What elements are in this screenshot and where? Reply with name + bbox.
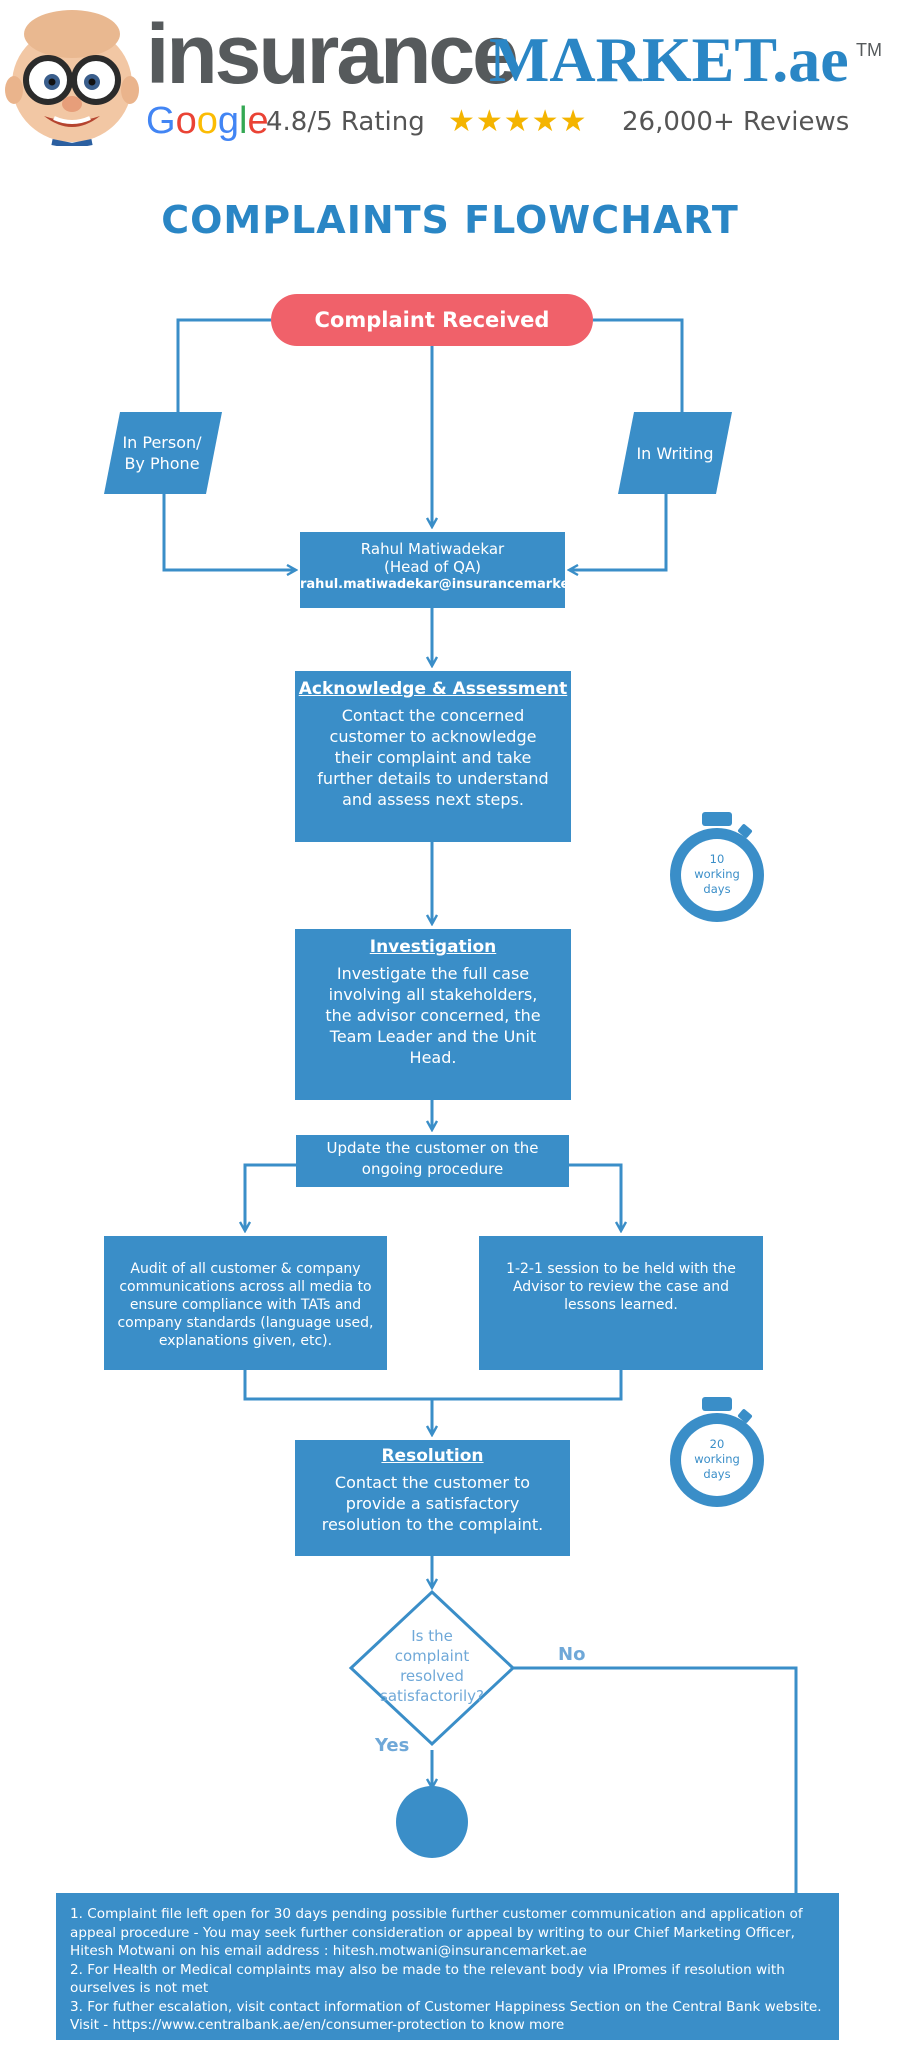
session-node: 1-2-1 session to be held with the Adviso… [479, 1236, 763, 1370]
timer-20-label: 20 working days [682, 1437, 752, 1482]
timer-20-number: 20 [709, 1437, 725, 1451]
timer-20-days: days [703, 1467, 731, 1481]
brand-header: insurance MARKET.ae TM Google 4.8/5 Rati… [0, 0, 900, 150]
connector-audit-join [243, 1370, 623, 1401]
google-letter: l [238, 100, 248, 142]
decision-yes-label: Yes [375, 1735, 410, 1756]
timer-10-label: 10 working days [682, 852, 752, 897]
google-letter: o [175, 100, 197, 142]
decision-diamond [348, 1589, 516, 1747]
channel-left-shape [104, 412, 222, 494]
head-qa-email: rahul.matiwadekar@insurancemarket.ae [300, 577, 599, 592]
resolution-node: Resolution Contact the customer to provi… [295, 1440, 570, 1556]
head-qa-name: Rahul Matiwadekar [360, 540, 505, 558]
connector-left-to-qa [162, 494, 296, 570]
connector-update-left [245, 1163, 296, 1231]
acknowledge-heading: Acknowledge & Assessment [298, 679, 568, 699]
google-wordmark: Google [146, 102, 269, 140]
connector-no [513, 1666, 798, 1893]
decision-no-label: No [558, 1644, 586, 1665]
acknowledge-node: Acknowledge & Assessment Contact the con… [295, 671, 571, 842]
stopwatch-icon-20 [670, 1397, 764, 1507]
google-letter: G [146, 100, 176, 142]
investigation-body: Investigate the full case involving all … [325, 964, 541, 1067]
stopwatch-icon-10 [670, 812, 764, 922]
timer-20-unit: working [694, 1452, 740, 1466]
logo-insurance-text: insurance [146, 7, 519, 101]
audit-node: Audit of all customer & company communic… [104, 1236, 387, 1370]
connector-start-right [593, 318, 684, 412]
complaint-received-node: Complaint Received [271, 294, 593, 346]
investigation-node: Investigation Investigate the full case … [295, 929, 571, 1100]
note-item: 3. For futher escalation, visit contact … [70, 1998, 822, 2034]
resolution-body: Contact the customer to provide a satisf… [321, 1473, 544, 1534]
logo-market-text: MARKET.ae [489, 24, 849, 95]
audit-text: Audit of all customer & company communic… [117, 1261, 374, 1349]
channel-in-person: In Person/ By Phone [122, 433, 202, 473]
star-rating-icons: ★★★★★ [448, 104, 588, 139]
trademark-mark: TM [856, 40, 882, 60]
end-terminator [396, 1786, 468, 1858]
channel-right-shape [618, 412, 732, 494]
connector-update-right [569, 1163, 621, 1231]
head-qa-role: (Head of QA) [384, 558, 481, 576]
note-item: 1. Complaint file left open for 30 days … [70, 1906, 803, 1959]
connector-start-left [176, 318, 271, 412]
timer-10-unit: working [694, 867, 740, 881]
page-title: COMPLAINTS FLOWCHART [161, 198, 739, 242]
head-of-qa-node: Rahul Matiwadekar (Head of QA) rahul.mat… [300, 532, 599, 608]
google-letter: g [217, 100, 239, 142]
google-letter: e [247, 100, 269, 142]
timer-10-days: days [703, 882, 731, 896]
note-item: 2. For Health or Medical complaints may … [70, 1961, 785, 1997]
rating-text: 4.8/5 Rating [266, 107, 425, 137]
channel-in-writing: In Writing [636, 443, 714, 463]
notes-box: 1. Complaint file left open for 30 days … [56, 1893, 839, 2040]
timer-10-number: 10 [709, 852, 725, 866]
update-customer-node: Update the customer on the ongoing proce… [296, 1135, 569, 1187]
connector-right-to-qa [569, 494, 668, 570]
google-letter: o [196, 100, 218, 142]
mascot-icon [5, 10, 139, 146]
acknowledge-body: Contact the concerned customer to acknow… [317, 706, 549, 809]
resolution-heading: Resolution [381, 1446, 484, 1466]
reviews-count: 26,000+ Reviews [622, 107, 850, 137]
decision-question: Is the complaint resolved satisfactorily… [380, 1627, 484, 1705]
session-text: 1-2-1 session to be held with the Adviso… [506, 1261, 736, 1313]
update-customer-text: Update the customer on the ongoing proce… [326, 1139, 539, 1178]
investigation-heading: Investigation [369, 937, 497, 957]
